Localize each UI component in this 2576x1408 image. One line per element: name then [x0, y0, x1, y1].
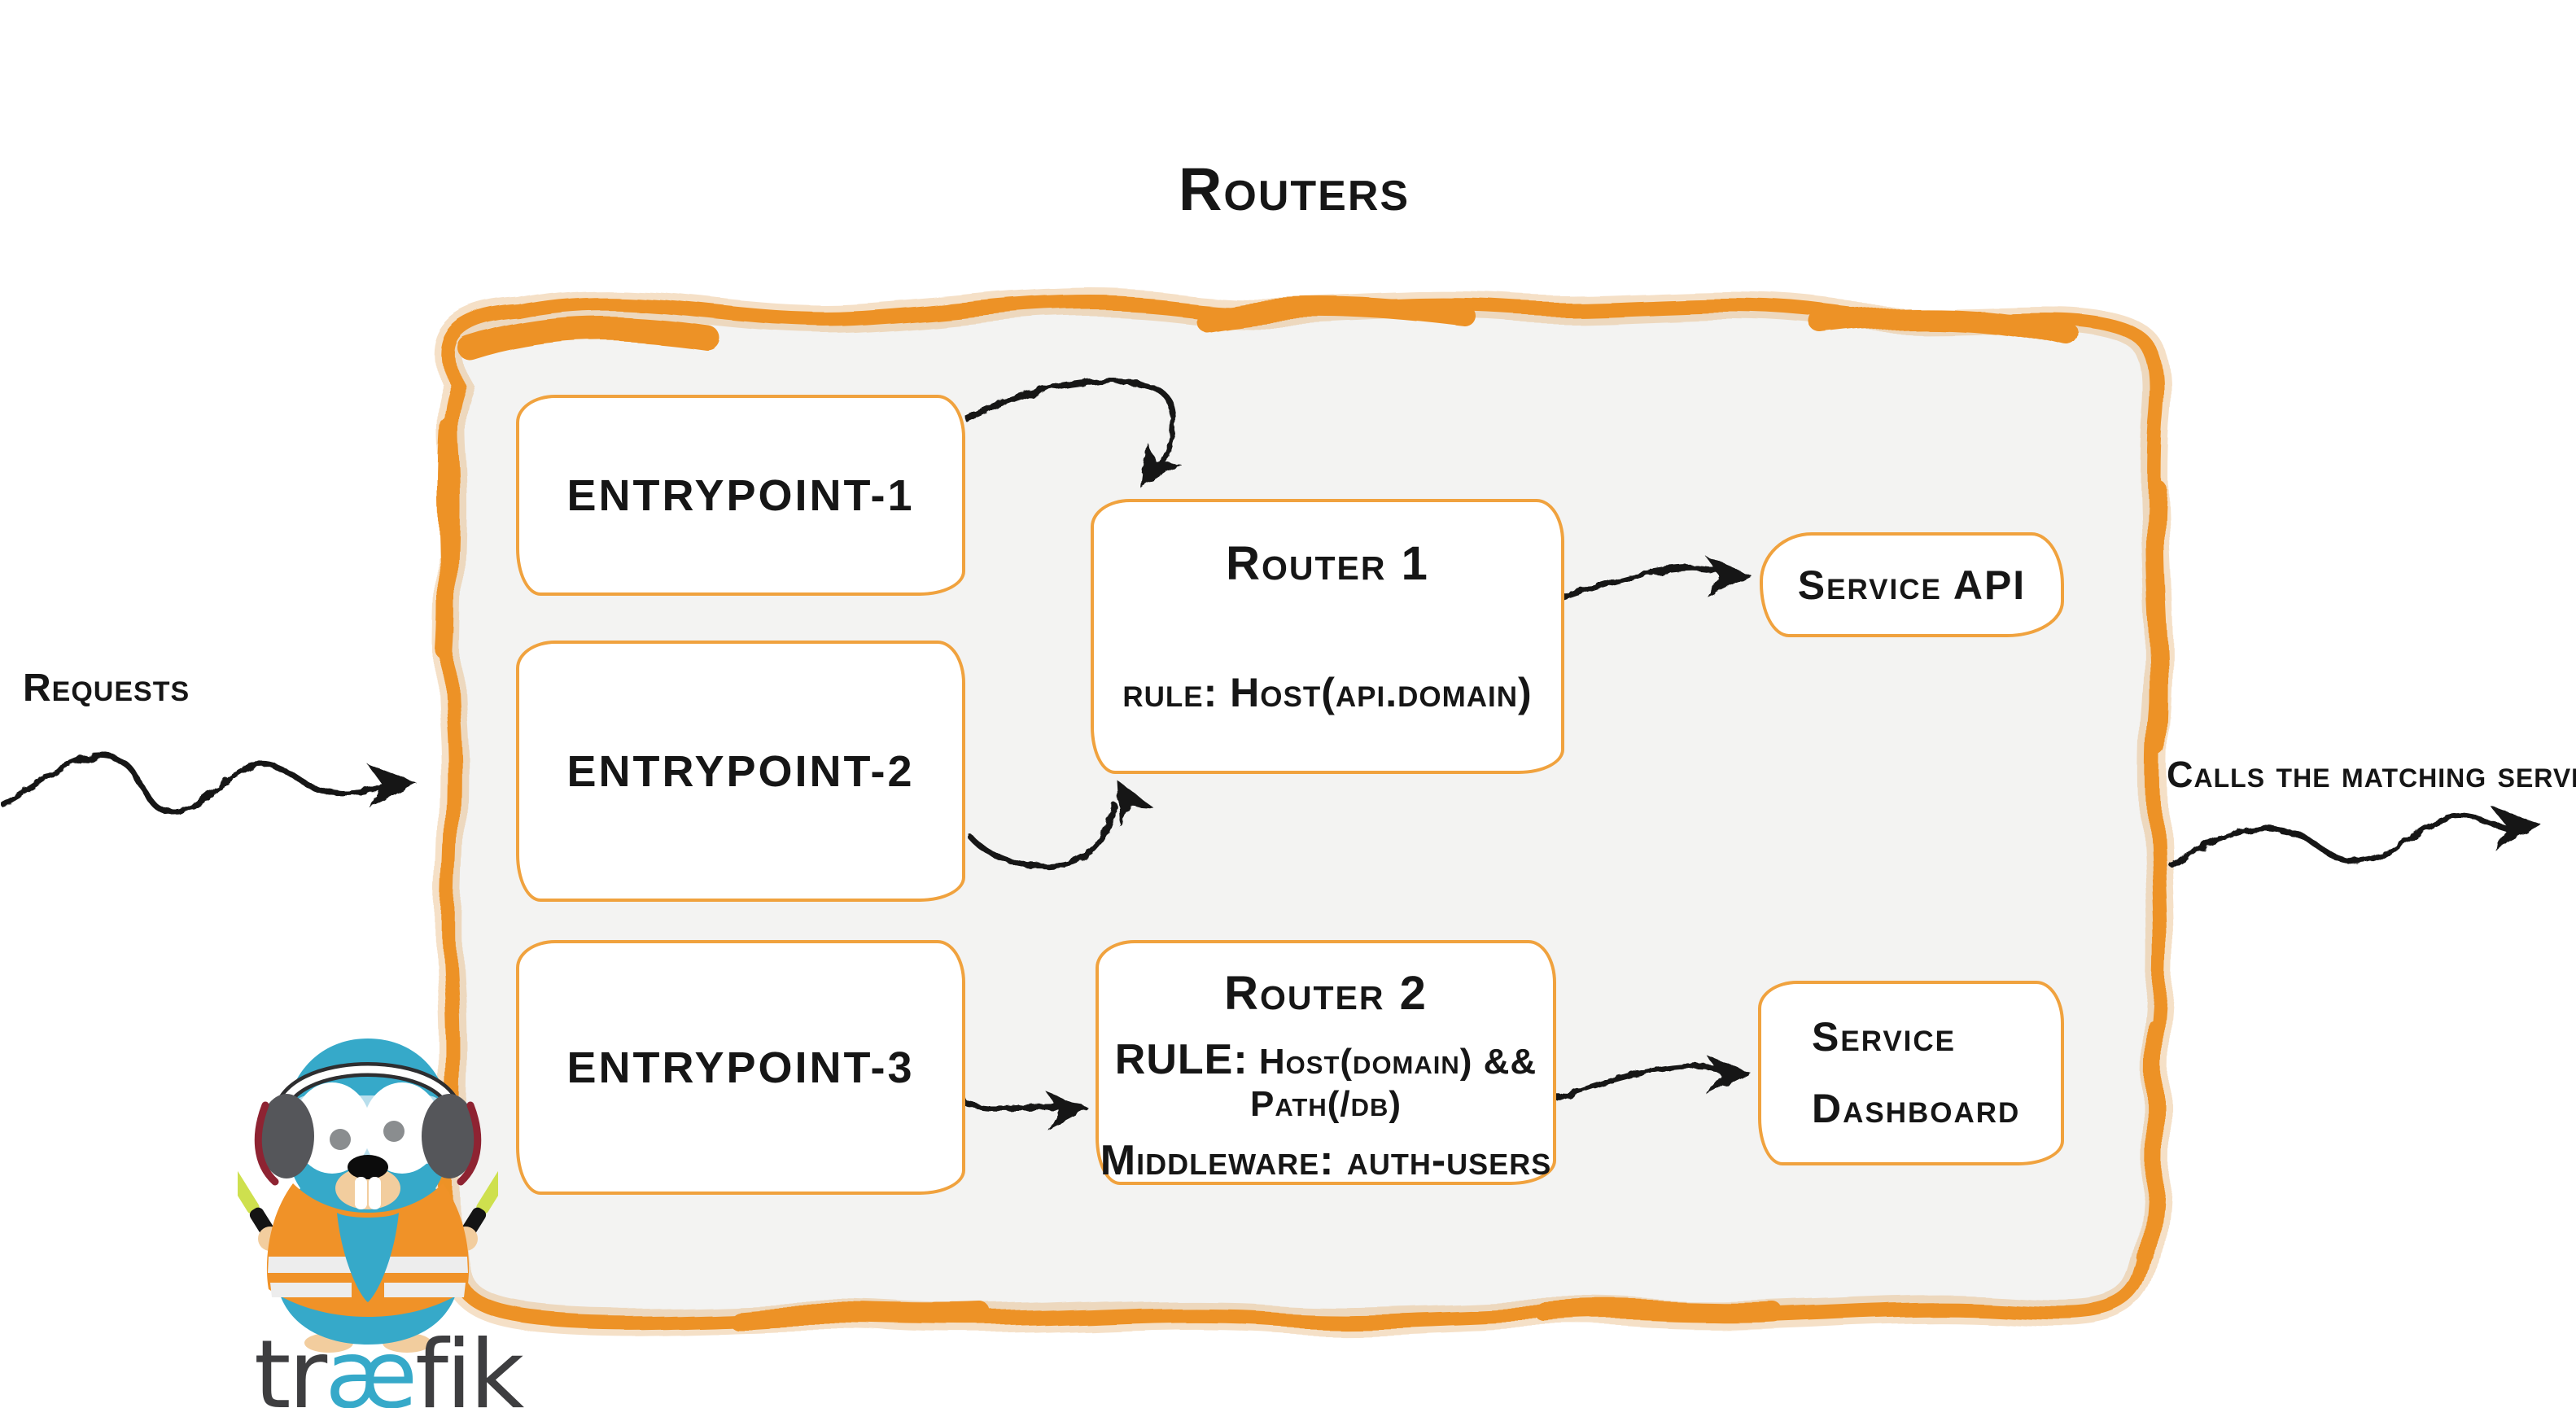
entrypoint-2-box: entrypoint-2 [516, 641, 965, 902]
entrypoint-2-label: entrypoint-2 [566, 746, 915, 796]
logo-pre: tr [254, 1320, 327, 1408]
arrow-router1-to-service-api [1548, 556, 1752, 606]
router-1-rule-key: rule: [1122, 670, 1218, 715]
flow-arrows [0, 378, 2541, 1130]
router-2-middleware-value: auth-users [1346, 1137, 1552, 1184]
router-2-rule-value: Host(domain) && Path(/db) [1249, 1042, 1537, 1124]
requests-label: Requests [23, 667, 190, 710]
router-2-rule: RULE: Host(domain) && Path(/db) [1099, 1035, 1553, 1125]
traefik-logo-text: træfik [254, 1320, 524, 1408]
arrow-entrypoint1-to-router1 [964, 378, 1180, 488]
diagram-title: Routers [1178, 155, 1410, 223]
arrow-router2-to-service-dashboard [1548, 1054, 1752, 1104]
entrypoint-3-label: entrypoint-3 [566, 1043, 915, 1092]
requests-arrow [0, 753, 417, 816]
calls-label: Calls the matching server [2167, 754, 2576, 795]
router-1-rule-value: Host(api.domain) [1230, 670, 1533, 715]
router-1-rule: rule: Host(api.domain) [1094, 669, 1561, 716]
service-dashboard-label: Service Dashboard [1812, 1014, 2021, 1131]
router-2-title: Router 2 [1224, 967, 1428, 1020]
service-api-label: Service API [1797, 562, 2027, 608]
router-2-middleware: Middleware: auth-users [1099, 1136, 1553, 1185]
logo-ae-ligature: æ [325, 1320, 418, 1408]
entrypoint-1-label: entrypoint-1 [566, 470, 915, 520]
entrypoint-3-box: entrypoint-3 [516, 940, 965, 1195]
router-2-rule-key: RULE: [1114, 1036, 1249, 1083]
calls-arrow [2168, 806, 2541, 868]
arrow-entrypoint2-to-router1 [967, 780, 1154, 869]
entrypoint-1-box: entrypoint-1 [516, 395, 965, 596]
traefik-gopher-icon [238, 1039, 498, 1353]
service-dashboard-box: Service Dashboard [1758, 981, 2064, 1165]
logo-post: fik [415, 1320, 524, 1408]
router-2-middleware-key: Middleware: [1100, 1137, 1335, 1184]
service-api-box: Service API [1760, 532, 2064, 637]
router-1-box: Router 1 rule: Host(api.domain) [1091, 499, 1564, 774]
router-1-title: Router 1 [1226, 537, 1429, 590]
router-2-box: Router 2 RULE: Host(domain) && Path(/db)… [1096, 940, 1556, 1185]
